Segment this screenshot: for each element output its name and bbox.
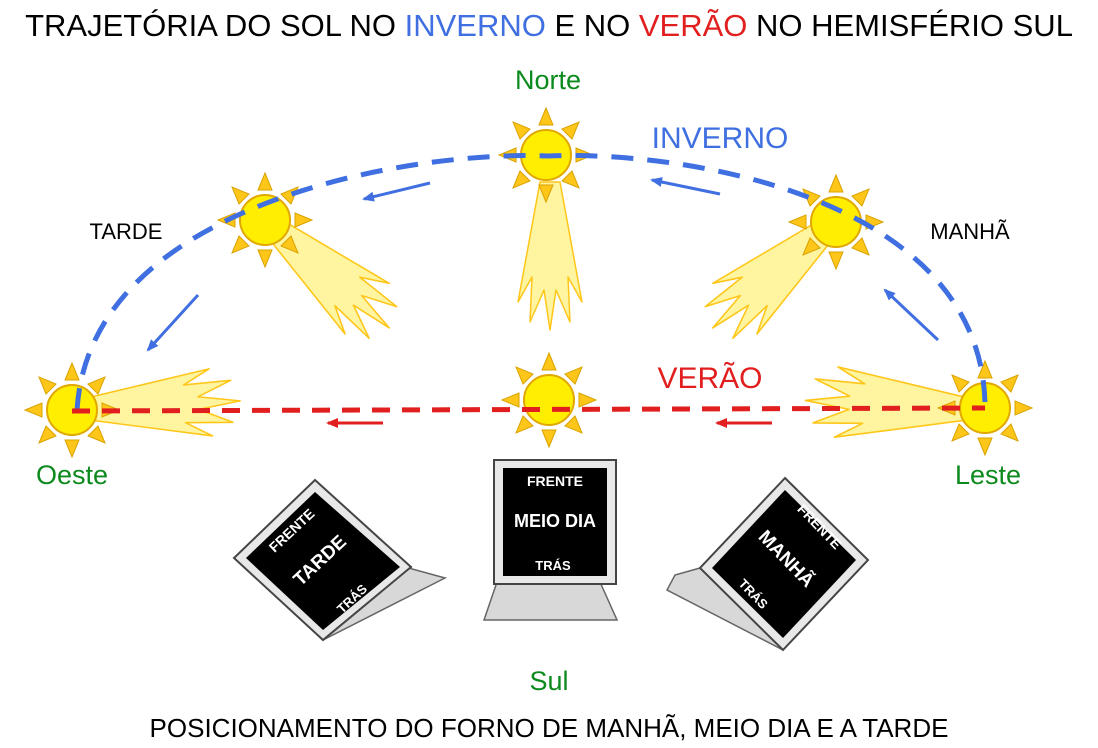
title-summer: VERÃO [639,8,748,43]
arrow-icon [650,177,721,196]
oven-morning: FRENTE MANHÃ TRÁS [665,476,870,652]
arrow-icon [883,288,940,342]
title-part-2: E NO [546,8,639,43]
summer-path [71,405,986,414]
oven-noon: FRENTE MEIO DIA TRÁS [482,459,619,621]
winter-path [74,153,988,411]
label-north: Norte [515,65,581,95]
oven-noon-back: TRÁS [535,558,571,573]
beam-noon-winter [517,181,583,331]
label-south: Sul [529,666,568,696]
oven-noon-main: MEIO DIA [514,511,596,531]
title-part-3: NO HEMISFÉRIO SUL [747,8,1073,43]
diagram-title: TRAJETÓRIA DO SOL NO INVERNO E NO VERÃO … [25,8,1073,43]
oven-afternoon: FRENTE TARDE TRÁS [232,478,448,642]
diagram-caption: POSICIONAMENTO DO FORNO DE MANHÃ, MEIO D… [150,713,949,743]
label-winter: INVERNO [652,122,789,155]
arrow-icon [146,293,200,352]
label-afternoon: TARDE [90,219,163,244]
oven-noon-front: FRENTE [527,473,583,489]
sun-icon [788,174,884,270]
title-part-1: TRAJETÓRIA DO SOL NO [25,8,405,43]
arrow-icon [362,181,431,202]
label-summer: VERÃO [657,361,762,395]
sun-icon [501,352,597,448]
label-west: Oeste [36,460,108,490]
label-east: Leste [955,460,1021,490]
title-winter: INVERNO [405,8,546,43]
label-morning: MANHÃ [930,219,1010,244]
